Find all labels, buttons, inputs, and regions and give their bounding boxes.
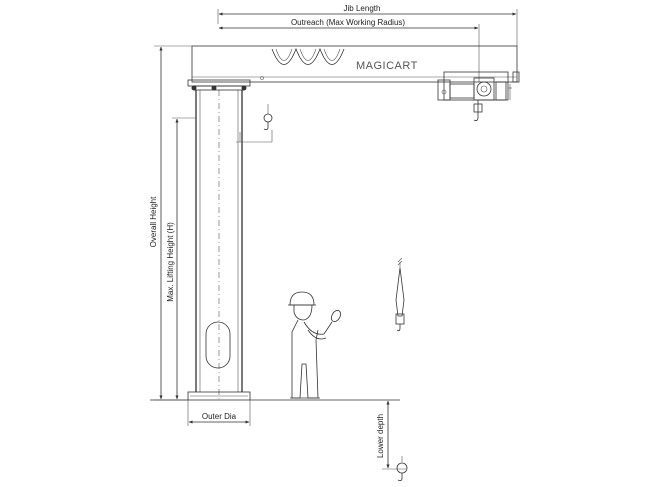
outer-dia-dimension: Outer Dia [187, 400, 251, 426]
lower-depth-label: Lower depth [376, 414, 385, 458]
jib-length-dimension: Jib Length [217, 4, 518, 46]
outreach-dimension: Outreach (Max Working Radius) [218, 18, 480, 82]
brand-logo-text: MAGICART [356, 60, 418, 72]
lowered-hook-block [395, 257, 405, 332]
lifting-height-dimension: Max. Lifting Height (H) [166, 117, 196, 400]
cable-festoon [271, 47, 345, 65]
base-plate [187, 391, 251, 401]
overall-height-label: Overall Height [149, 196, 158, 247]
electric-hoist [437, 71, 512, 121]
lower-depth-dimension: Lower depth [376, 400, 408, 482]
max-lifting-height-label: Max. Lifting Height (H) [166, 222, 175, 302]
outer-dia-label: Outer Dia [202, 412, 237, 421]
cable-access-slot [205, 321, 231, 369]
outreach-label: Outreach (Max Working Radius) [291, 18, 405, 27]
jib-arm: MAGICART [191, 45, 520, 83]
pillar-column [187, 90, 251, 401]
hook-top [236, 104, 273, 143]
operator-figure [288, 291, 341, 399]
jib-length-label: Jib Length [344, 4, 381, 13]
slewing-head [187, 79, 251, 91]
